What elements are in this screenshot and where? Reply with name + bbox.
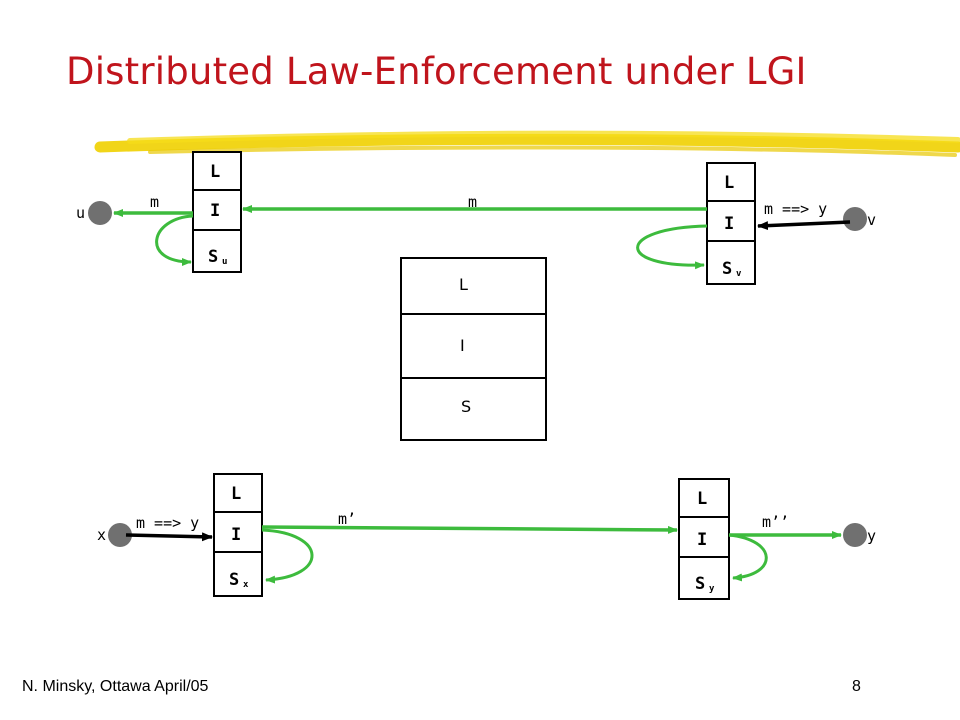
controller-u-interface: I xyxy=(210,201,220,221)
controller-x-law: L xyxy=(231,484,241,504)
agent-y xyxy=(843,523,867,547)
loop-v-state xyxy=(636,224,708,270)
controller-u-state: S xyxy=(208,247,218,267)
central-box-middle: I xyxy=(460,336,465,355)
controller-x-state: S xyxy=(229,570,239,590)
agent-y-label: y xyxy=(867,527,876,545)
bottom-message-label: m’ xyxy=(338,510,356,528)
controller-u: L I S u xyxy=(192,151,242,273)
controller-x-interface: I xyxy=(231,525,241,545)
controller-v-law: L xyxy=(724,173,734,193)
page-number: 8 xyxy=(852,678,861,695)
message-to-u-label: m xyxy=(150,193,159,211)
arrow-v-send xyxy=(757,220,851,231)
central-law-box: L I S xyxy=(400,257,547,441)
arrow-x-to-y xyxy=(261,525,678,534)
loop-y-state xyxy=(728,533,768,582)
controller-y-law: L xyxy=(697,489,707,509)
title-underline-highlight xyxy=(94,130,960,157)
controller-u-law: L xyxy=(210,162,220,182)
controller-x: L I S x xyxy=(213,473,263,597)
controller-u-state-sub: u xyxy=(222,257,227,267)
agent-v-label: v xyxy=(867,211,876,229)
controller-y: L I S y xyxy=(678,478,730,600)
agent-u xyxy=(88,201,112,225)
controller-v-state-sub: v xyxy=(736,269,742,279)
controller-y-interface: I xyxy=(697,530,707,550)
loop-u-state xyxy=(155,214,194,266)
message-to-y-label: m’’ xyxy=(762,513,789,531)
v-send-label: m ==> y xyxy=(764,200,827,218)
controller-v-state: S xyxy=(722,259,732,279)
arrow-x-send xyxy=(125,532,213,542)
central-box-bottom: S xyxy=(461,397,471,416)
agent-x xyxy=(108,523,132,547)
controller-v: L I S v xyxy=(706,162,756,285)
agent-u-label: u xyxy=(76,204,85,222)
controller-y-state-sub: y xyxy=(709,584,715,594)
agent-v xyxy=(843,207,867,231)
controller-x-state-sub: x xyxy=(243,580,249,590)
controller-y-state: S xyxy=(695,574,705,594)
footer-author: N. Minsky, Ottawa April/05 xyxy=(22,678,209,695)
x-send-label: m ==> y xyxy=(136,514,199,532)
central-box-top: L xyxy=(459,275,468,294)
agent-x-label: x xyxy=(97,526,106,544)
loop-x-state xyxy=(261,528,314,584)
controller-v-interface: I xyxy=(724,214,734,234)
top-message-label: m xyxy=(468,193,477,211)
slide-title: Distributed Law-Enforcement under LGI xyxy=(66,50,807,93)
